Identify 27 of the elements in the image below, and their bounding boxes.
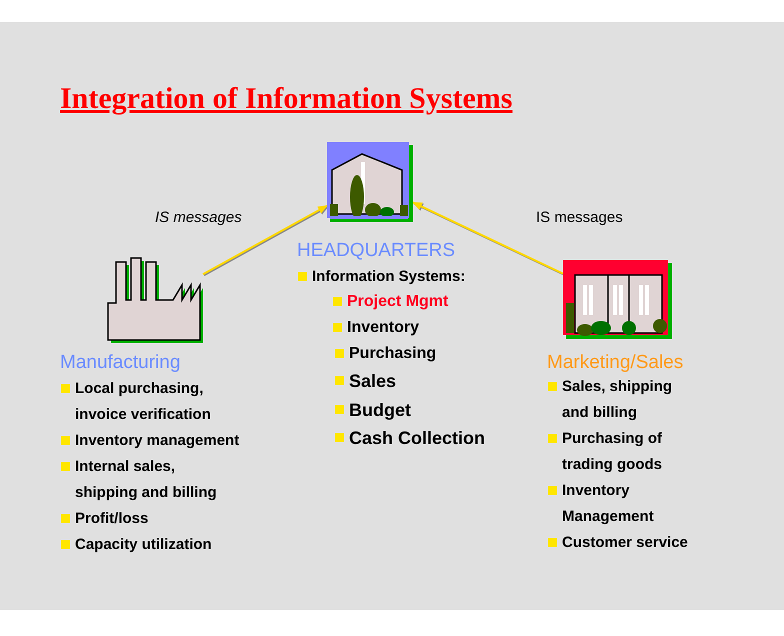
picture xyxy=(563,260,672,339)
list-item: Inventory management xyxy=(75,431,240,451)
arrow xyxy=(202,204,328,276)
list-item: Cash Collection xyxy=(349,427,486,450)
list-item: Purchasing of trading goods xyxy=(562,429,664,475)
section-heading: HEADQUARTERS xyxy=(297,240,456,262)
edge-label: IS messages xyxy=(536,209,623,226)
list-item: Project Mgmt xyxy=(347,292,450,312)
section-heading: Marketing/Sales xyxy=(547,352,684,374)
list-item: Customer service xyxy=(562,533,689,553)
arrow xyxy=(412,202,564,275)
list-item: Purchasing xyxy=(349,344,438,364)
list-item: Internal sales, shipping and billing xyxy=(75,457,218,503)
list-item: Capacity utilization xyxy=(75,535,213,555)
list-item: Budget xyxy=(349,399,412,422)
picture xyxy=(327,142,413,222)
list-item: Sales, shipping and billing xyxy=(562,377,674,423)
picture xyxy=(108,258,203,343)
list-item: Profit/loss xyxy=(75,509,150,529)
list-item: Information Systems: xyxy=(312,267,466,287)
edge-label: IS messages xyxy=(155,209,242,226)
list-item: Inventory Management xyxy=(562,481,655,527)
list-item: Sales xyxy=(349,370,398,393)
list-item: Local purchasing, invoice verification xyxy=(75,379,212,425)
section-heading: Manufacturing xyxy=(60,352,180,374)
title: Integration of Information Systems xyxy=(60,82,512,116)
list-item: Inventory xyxy=(347,318,420,338)
